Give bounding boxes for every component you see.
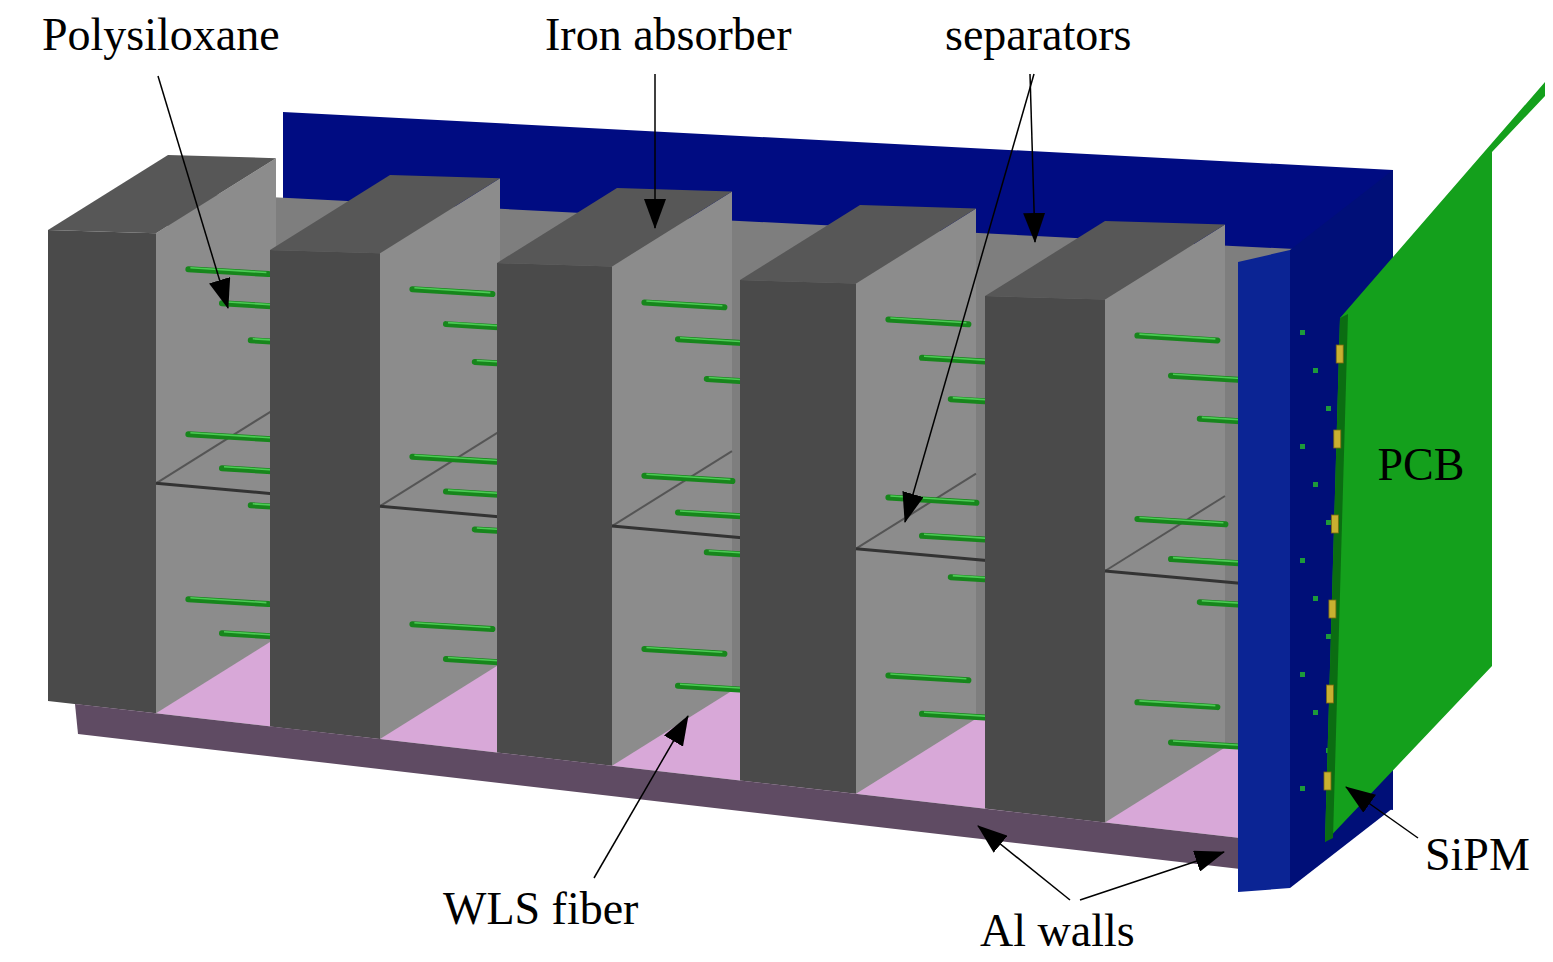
part-label: Iron absorber	[545, 12, 792, 58]
fiber-end	[1300, 672, 1305, 677]
fiber-highlight	[1173, 558, 1249, 563]
absorber-top	[497, 188, 732, 266]
leader-line	[158, 76, 228, 308]
fiber-end	[1313, 368, 1318, 373]
board-label: PCB	[1378, 442, 1465, 488]
absorber-front	[48, 230, 156, 713]
fiber-highlight	[646, 474, 730, 479]
fiber-end	[1300, 330, 1305, 335]
fiber-end	[1326, 520, 1331, 525]
pcb-face	[1325, 82, 1545, 842]
fiber-highlight	[646, 301, 722, 306]
absorber-side	[380, 178, 500, 739]
fiber-highlight	[414, 623, 490, 628]
separator	[156, 483, 280, 494]
leader-line	[1346, 787, 1418, 838]
part-label: Polysiloxane	[42, 12, 280, 58]
pcb-board: PCB	[1318, 78, 1552, 850]
fiber-highlight	[890, 674, 966, 679]
fiber-end	[1326, 634, 1331, 639]
absorber-front	[497, 263, 612, 766]
fiber-highlight	[1139, 517, 1223, 522]
fiber-end	[1300, 786, 1305, 791]
absorber-top	[270, 175, 500, 253]
fiber-end	[1313, 596, 1318, 601]
separator	[612, 526, 750, 538]
fiber-highlight	[190, 268, 266, 273]
separator	[856, 549, 995, 562]
sipm	[1329, 600, 1336, 618]
fiber-end	[1300, 444, 1305, 449]
absorber-front	[985, 296, 1105, 823]
separator	[380, 506, 507, 517]
sipm	[1326, 685, 1333, 703]
fiber-highlight	[890, 496, 974, 501]
fiber-highlight	[414, 288, 490, 293]
leader-line	[1080, 852, 1224, 900]
fiber-end	[1313, 482, 1318, 487]
absorber-top	[48, 155, 276, 233]
fiber-highlight	[1139, 334, 1215, 339]
leader-line	[1030, 74, 1035, 242]
al-wall-bottom	[75, 704, 1238, 869]
leader-line	[905, 74, 1034, 522]
fiber-highlight	[190, 433, 274, 438]
fiber-end	[1313, 710, 1318, 715]
absorber-side	[156, 158, 276, 713]
sipm	[1331, 515, 1338, 533]
absorber-front	[270, 250, 380, 739]
fiber-highlight	[190, 598, 266, 603]
part-label: WLS fiber	[443, 886, 638, 932]
fiber-highlight	[890, 318, 966, 323]
sipm	[1334, 430, 1341, 448]
part-label: separators	[945, 12, 1131, 58]
fiber-end	[1326, 406, 1331, 411]
sipm	[1336, 345, 1343, 363]
absorber-side	[612, 191, 732, 765]
fiber-highlight	[414, 455, 498, 460]
fiber-end	[1300, 558, 1305, 563]
fiber-highlight	[646, 647, 722, 652]
part-label: Al walls	[980, 908, 1135, 954]
absorber-side	[1105, 225, 1225, 823]
separator	[1105, 571, 1248, 584]
leader-line	[654, 74, 656, 228]
fiber-highlight	[1139, 701, 1215, 706]
part-label: SiPM	[1425, 832, 1530, 878]
absorber-top	[740, 205, 976, 284]
absorber-side	[856, 209, 976, 794]
absorber-top	[985, 221, 1225, 300]
absorber-front	[740, 280, 856, 794]
sipm	[1324, 772, 1331, 790]
pcb-edge	[1325, 314, 1348, 842]
leader-line	[594, 716, 688, 878]
leader-line	[978, 826, 1070, 900]
al-wall-end-front	[1238, 250, 1290, 892]
